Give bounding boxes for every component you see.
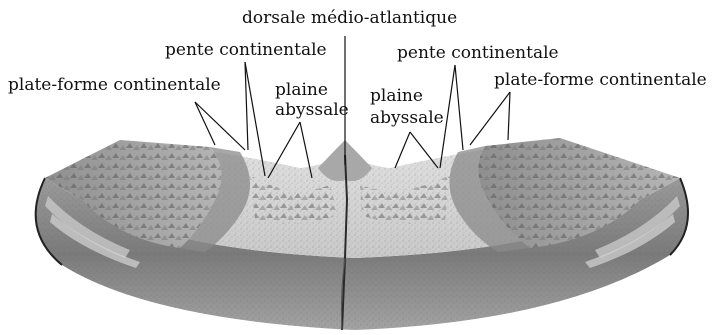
label-shelf-left: plate-forme continentale — [8, 75, 221, 95]
label-plain-right-2: abyssale — [370, 108, 444, 128]
label-slope-right: pente continentale — [397, 43, 559, 63]
label-plain-right-1: plaine — [370, 86, 423, 106]
label-shelf-right: plate-forme continentale — [494, 70, 707, 90]
label-plain-left-2: abyssale — [275, 100, 349, 120]
label-plain-left-1: plaine — [275, 80, 328, 100]
label-ridge: dorsale médio-atlantique — [242, 8, 457, 28]
label-slope-left: pente continentale — [165, 40, 327, 60]
